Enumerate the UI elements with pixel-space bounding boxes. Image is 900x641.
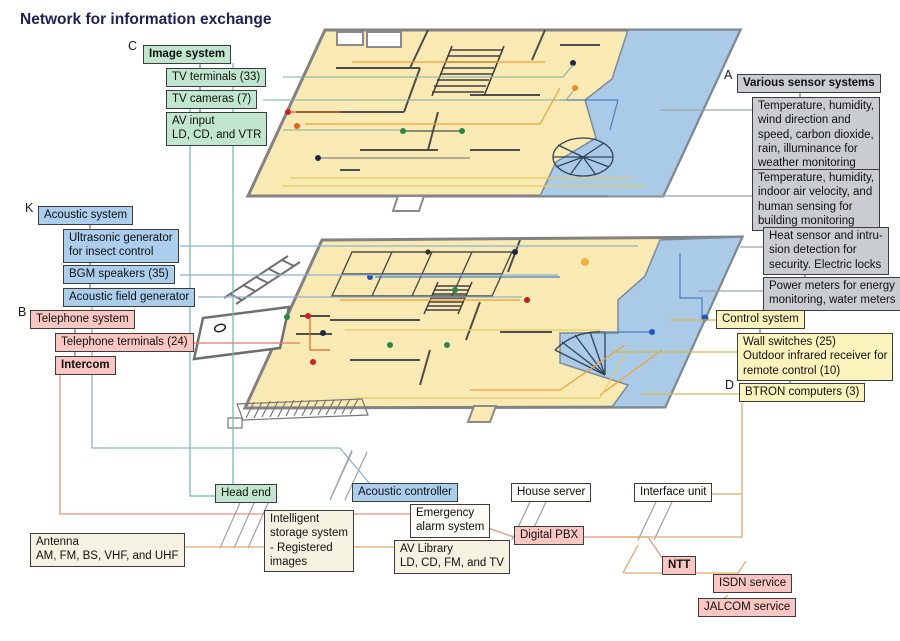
av-library-box: AV Library LD, CD, FM, and TV [394, 540, 510, 574]
box-line: sion detection for [769, 244, 857, 257]
box-line: remote control (10) [743, 364, 841, 377]
interface-unit-box: Interface unit [634, 483, 713, 503]
box-line: monitoring, water meters [769, 294, 896, 307]
box-line: LD, CD, and VTR [172, 129, 262, 142]
box-line: Heat sensor and intru- [769, 230, 883, 242]
label-letter-a: A [724, 68, 733, 82]
box-line: AV Library [400, 543, 453, 555]
box-line: Intelligent [270, 513, 320, 525]
upper-floor-plan [245, 28, 743, 212]
power-meters-box: Power meters for energy monitoring, wate… [763, 277, 900, 311]
box-line: LD, CD, FM, and TV [400, 557, 504, 570]
acoustic-field-generator-box: Acoustic field generator [63, 288, 196, 308]
box-line: AV input [172, 115, 215, 127]
box-line: Outdoor infrared receiver for [743, 350, 888, 363]
box-line: human sensing for [758, 200, 853, 213]
label-letter-b: B [18, 305, 27, 319]
lower-floor-plan [192, 235, 745, 429]
ultrasonic-generator-box: Ultrasonic generator for insect control [63, 229, 179, 263]
box-line: Antenna [36, 536, 79, 548]
av-input-box: AV input LD, CD, and VTR [166, 112, 268, 146]
box-line: Wall switches (25) [743, 336, 836, 348]
intelligent-storage-box: Intelligent storage system - Registered … [264, 510, 354, 572]
tv-cameras-box: TV cameras (7) [166, 90, 258, 110]
box-line: storage system [270, 527, 348, 540]
box-line: weather monitoring [758, 157, 856, 169]
box-line: wind direction and [758, 114, 851, 127]
jalcom-service-box: JALCOM service [698, 598, 797, 618]
telephone-terminals-box: Telephone terminals (24) [55, 333, 194, 353]
acoustic-system-box: Acoustic system [38, 206, 134, 226]
various-sensor-systems-box: Various sensor systems [737, 74, 881, 94]
box-line: Ultrasonic generator [69, 232, 173, 244]
tv-terminals-box: TV terminals (33) [166, 68, 267, 88]
digital-pbx-box: Digital PBX [514, 526, 585, 546]
telephone-system-box: Telephone system [30, 310, 135, 330]
building-monitoring-box: Temperature, humidity, indoor air veloci… [752, 169, 881, 231]
control-system-connectors [612, 319, 739, 395]
weather-monitoring-box: Temperature, humidity, wind direction an… [752, 97, 881, 174]
image-system-box: Image system [143, 45, 232, 65]
box-line: alarm system [416, 521, 485, 534]
box-line: rain, illuminance for [758, 142, 858, 155]
box-line: Temperature, humidity, [758, 100, 875, 112]
ntt-box: NTT [662, 556, 697, 576]
bgm-speakers-box: BGM speakers (35) [63, 265, 175, 285]
box-line: building monitoring [758, 214, 855, 227]
box-line: Emergency [416, 507, 475, 519]
label-letter-c: C [128, 39, 138, 53]
antenna-box: Antenna AM, FM, BS, VHF, and UHF [30, 533, 185, 567]
box-line: AM, FM, BS, VHF, and UHF [36, 550, 179, 563]
emergency-alarm-box: Emergency alarm system [410, 504, 491, 538]
isdn-service-box: ISDN service [713, 574, 793, 594]
box-line: security. Electric locks [769, 258, 882, 271]
label-letter-d: D [725, 378, 735, 392]
diagram-title: Network for information exchange [20, 11, 272, 28]
box-line: Temperature, humidity, [758, 172, 875, 184]
acoustic-controller-box: Acoustic controller [352, 483, 458, 503]
head-end-box: Head end [215, 484, 277, 504]
box-line: speed, carbon dioxide, [758, 128, 874, 141]
control-system-box: Control system [716, 310, 805, 330]
box-line: Power meters for energy [769, 280, 895, 292]
intercom-box: Intercom [55, 356, 116, 376]
house-server-box: House server [511, 483, 592, 503]
label-letter-k: K [25, 201, 34, 215]
box-line: - Registered [270, 541, 333, 554]
btron-computers-box: BTRON computers (3) [739, 383, 866, 403]
security-sensors-box: Heat sensor and intru- sion detection fo… [763, 227, 889, 275]
box-line: indoor air velocity, and [758, 186, 873, 199]
box-line: images [270, 555, 308, 568]
wall-switches-box: Wall switches (25) Outdoor infrared rece… [737, 333, 894, 381]
box-line: for insect control [69, 246, 154, 259]
